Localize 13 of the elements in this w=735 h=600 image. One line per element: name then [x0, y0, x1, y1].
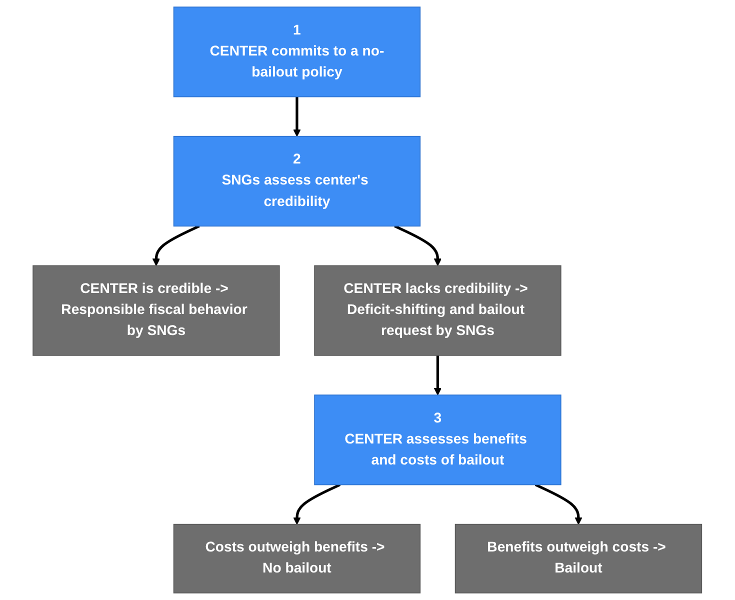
arrow: [293, 484, 341, 525]
node-box: CENTER is credible -> Responsible fiscal behavior by SNGs: [32, 265, 280, 356]
arrow: [293, 96, 301, 137]
node-box: 2 SNGs assess center's credibility: [174, 136, 421, 227]
arrow: [394, 224, 442, 266]
node-box: Benefits outweigh costs -> Bailout: [455, 524, 702, 594]
node-box: 3 CENTER assesses benefits and costs of bailout: [314, 394, 562, 486]
node-box: 1 CENTER commits to a no-bailout policy: [174, 6, 421, 98]
node-box: Costs outweigh benefits -> No bailout: [174, 524, 421, 594]
arrow: [535, 484, 582, 525]
arrow: [434, 355, 442, 396]
node-box: CENTER lacks credibility -> Deficit-shifting and bailout request by SNGs: [314, 265, 562, 356]
arrow: [152, 224, 200, 266]
